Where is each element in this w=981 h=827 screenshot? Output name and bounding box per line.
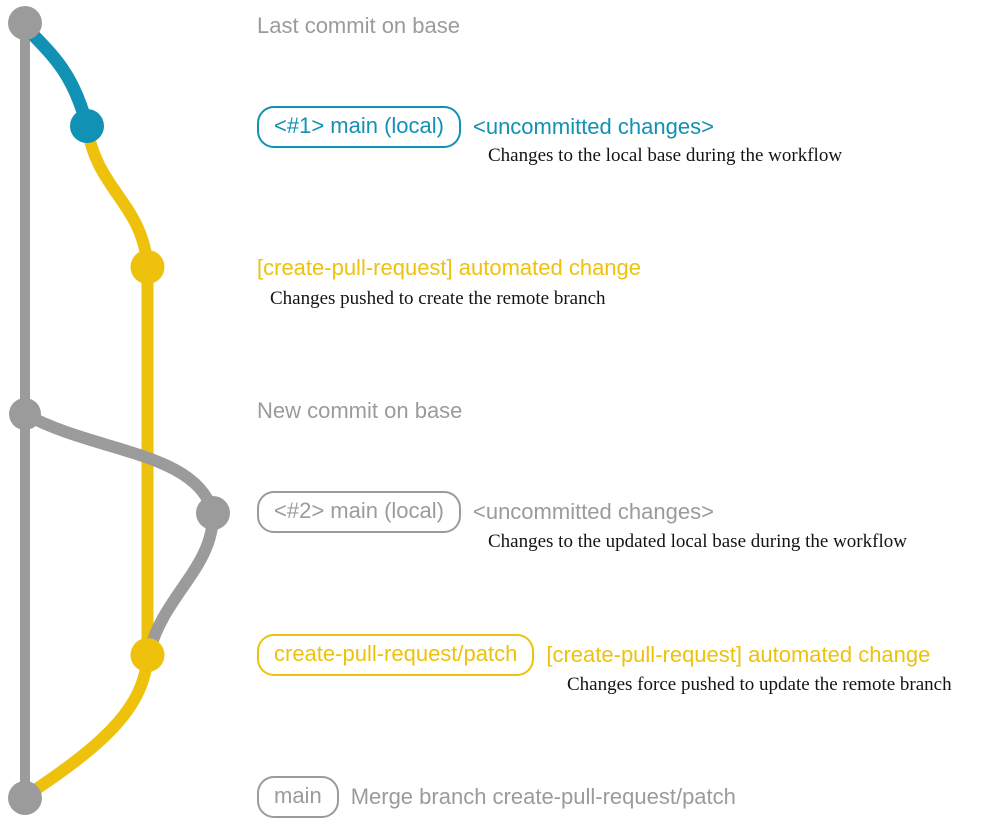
patch-branch-line bbox=[20, 120, 154, 802]
branch-pill-main-local-2: <#2> main (local) bbox=[257, 491, 461, 533]
commit-dot-local-2 bbox=[196, 496, 230, 530]
branch-pill-main-local-1: <#1> main (local) bbox=[257, 106, 461, 148]
row-merge-commit: main Merge branch create-pull-request/pa… bbox=[257, 776, 736, 818]
commit-dot-new-base bbox=[9, 398, 41, 430]
last-commit-label: Last commit on base bbox=[257, 12, 460, 38]
row-patch-branch: create-pull-request/patch [create-pull-r… bbox=[257, 634, 930, 676]
automated-change-label-2: [create-pull-request] automated change bbox=[546, 641, 931, 667]
commit-dot-last-base bbox=[8, 6, 42, 40]
branch-pill-main: main bbox=[257, 776, 339, 818]
uncommitted-changes-label-1: <uncommitted changes> bbox=[472, 113, 714, 139]
row-automated-change-1: [create-pull-request] automated change bbox=[257, 247, 641, 289]
automated-change-label-1: [create-pull-request] automated change bbox=[257, 254, 642, 280]
note-local-base-changes: Changes to the local base during the wor… bbox=[488, 145, 843, 166]
row-main-local-2: <#2> main (local) <uncommitted changes> bbox=[257, 491, 714, 533]
rebase-curve bbox=[143, 507, 220, 660]
row-main-local-1: <#1> main (local) <uncommitted changes> bbox=[257, 106, 714, 148]
merge-branch-label: Merge branch create-pull-request/patch bbox=[350, 783, 736, 809]
uncommitted-changes-label-2: <uncommitted changes> bbox=[472, 498, 714, 524]
annotation-new-commit-on-base: New commit on base bbox=[257, 390, 462, 432]
commit-dot-automated-2 bbox=[130, 638, 165, 672]
note-push-create-remote: Changes pushed to create the remote bran… bbox=[270, 288, 606, 309]
branch-pill-create-pull-request-patch: create-pull-request/patch bbox=[257, 634, 535, 676]
base-update-curve bbox=[19, 408, 219, 519]
new-commit-label: New commit on base bbox=[257, 397, 463, 423]
local-branch-curve bbox=[18, 19, 94, 133]
commit-dot-automated-1 bbox=[130, 250, 165, 284]
git-graph bbox=[8, 6, 230, 815]
note-force-push-update-remote: Changes force pushed to update the remot… bbox=[567, 674, 952, 695]
note-updated-local-base-changes: Changes to the updated local base during… bbox=[488, 531, 907, 552]
commit-dot-merge bbox=[8, 781, 42, 815]
annotation-last-commit-on-base: Last commit on base bbox=[257, 5, 460, 47]
commit-dot-local-1 bbox=[70, 109, 104, 143]
